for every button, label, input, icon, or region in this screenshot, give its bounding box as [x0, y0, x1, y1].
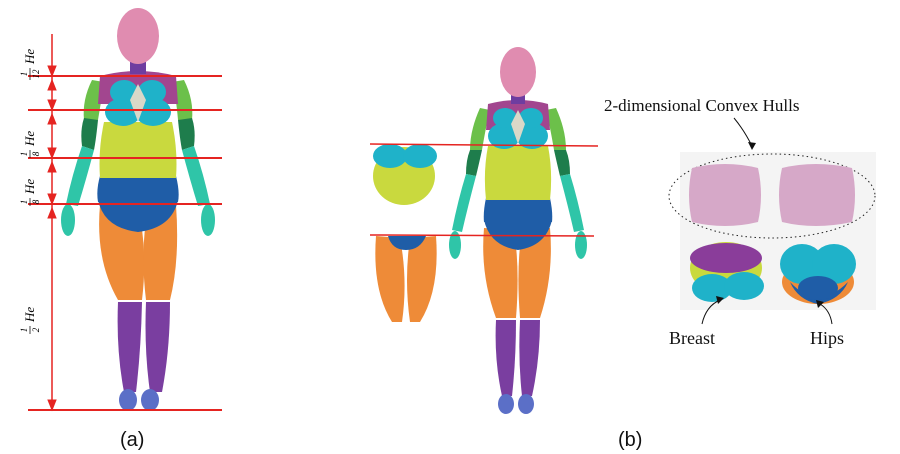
- panel-a: 1 12 He 1 8 He 1 8 He 1 2 He (a): [19, 8, 222, 451]
- body-figure-b: [449, 47, 587, 414]
- upper-arm-dark-right-a: [178, 118, 195, 150]
- dimension-arrows: [48, 34, 56, 410]
- svg-text:12: 12: [31, 69, 41, 79]
- svg-text:8: 8: [31, 199, 41, 204]
- foot-left: [119, 389, 137, 411]
- proportion-label-2: 1 8 He: [19, 131, 41, 158]
- body-figure-a: [61, 8, 215, 411]
- hips-label: Hips: [810, 328, 844, 348]
- hulls-title-pointer: [734, 118, 752, 146]
- foot-right: [141, 389, 159, 411]
- svg-text:He: He: [22, 131, 37, 147]
- proportion-label-3: 1 8 He: [19, 179, 41, 206]
- proportion-label-4: 1 2 He: [19, 307, 41, 334]
- abdomen-a: [100, 122, 177, 178]
- upper-arm-dark-left-a: [81, 118, 98, 150]
- waist-a: [97, 176, 178, 202]
- svg-text:1: 1: [19, 200, 29, 205]
- panel-a-label: (a): [120, 429, 144, 451]
- hand-left-a: [61, 204, 75, 236]
- svg-text:He: He: [22, 49, 37, 65]
- svg-text:He: He: [22, 307, 37, 323]
- panel-b: 2-dimensional Convex Hulls Breast Hips (…: [370, 47, 876, 451]
- calf-left: [118, 302, 142, 392]
- hulls-title: 2-dimensional Convex Hulls: [604, 96, 799, 115]
- cut-line-hips: [370, 235, 594, 236]
- calf-right: [146, 302, 171, 392]
- hull-hips: [779, 164, 855, 226]
- hull-breast: [689, 164, 761, 226]
- breast-slice: [373, 144, 437, 205]
- head-a: [117, 8, 159, 64]
- forearm-left-a: [66, 146, 94, 206]
- svg-text:1: 1: [19, 152, 29, 157]
- breast-top-view: [690, 242, 764, 302]
- svg-text:1: 1: [19, 72, 29, 77]
- breast-label: Breast: [669, 328, 715, 348]
- hand-right-a: [201, 204, 215, 236]
- svg-text:1: 1: [19, 328, 29, 333]
- proportion-label-1: 1 12 He: [19, 49, 41, 80]
- svg-text:2: 2: [31, 327, 41, 332]
- svg-text:He: He: [22, 179, 37, 195]
- hips-top-view: [780, 244, 856, 304]
- hip-slice: [375, 236, 436, 322]
- forearm-right-a: [182, 146, 210, 206]
- svg-text:8: 8: [31, 151, 41, 156]
- panel-b-label: (b): [618, 429, 642, 451]
